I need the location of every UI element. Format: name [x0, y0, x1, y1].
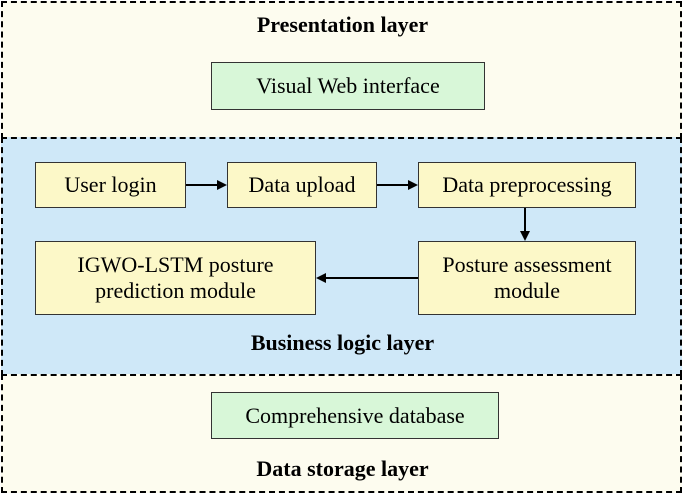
data-preprocessing-box: Data preprocessing [418, 162, 636, 208]
igwo-lstm-prediction-box: IGWO-LSTM posture prediction module [35, 241, 316, 315]
presentation-layer-title: Presentation layer [256, 12, 429, 37]
user-login-box: User login [35, 162, 186, 208]
data-storage-layer-title: Data storage layer [256, 456, 429, 481]
visual-web-interface-box: Visual Web interface [211, 62, 485, 110]
data-upload-box: Data upload [227, 162, 377, 208]
comprehensive-database-box: Comprehensive database [211, 392, 499, 439]
business-logic-layer-title: Business logic layer [250, 330, 435, 355]
posture-assessment-box: Posture assessment module [418, 241, 636, 315]
